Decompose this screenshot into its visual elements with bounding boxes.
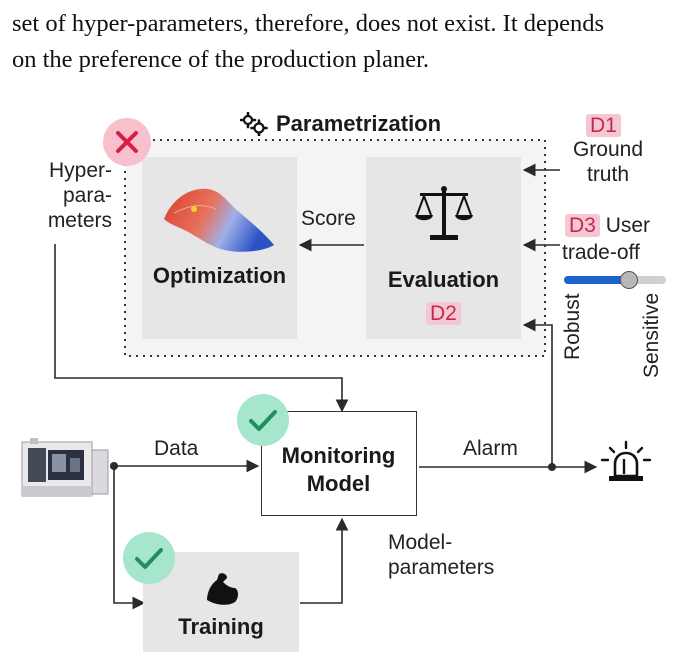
- hyperparameters-line-1: Hyper-: [48, 159, 112, 182]
- gears-icon: [240, 112, 268, 136]
- evaluation-tag: D2: [426, 302, 461, 325]
- ground-truth-tag: D1: [586, 114, 621, 137]
- alarm-feedback-arrow: [522, 318, 553, 467]
- scales-icon: [415, 186, 473, 240]
- hyperparameters-line-2: para-: [62, 184, 112, 207]
- model-parameters-label: Model- parameters: [388, 530, 494, 580]
- evaluation-tag-wrap: D2: [426, 301, 461, 326]
- ground-truth-tag-wrap: D1: [586, 113, 621, 138]
- optimization-box: Optimization: [142, 157, 297, 339]
- intro-paragraph: set of hyper-parameters, therefore, does…: [12, 6, 682, 78]
- cnc-machine-icon: [21, 438, 109, 497]
- ground-truth-line-2: truth: [586, 163, 630, 186]
- check-icon: [249, 410, 277, 431]
- slider-fill: [564, 276, 628, 284]
- ground-truth-line-1: Ground: [572, 138, 644, 161]
- optimization-label: Optimization: [152, 263, 287, 288]
- loss-surface-icon: [164, 188, 274, 252]
- slider-handle[interactable]: [619, 271, 638, 289]
- alarm-siren-icon: [600, 440, 652, 481]
- model-parameters-line-2: parameters: [388, 556, 495, 579]
- model-parameters-arrow: [300, 517, 349, 604]
- user-tradeoff-header: D3 User: [565, 213, 650, 238]
- robust-label: Robust: [561, 293, 584, 360]
- model-parameters-line-1: Model-: [388, 531, 453, 554]
- monitoring-model-label: Monitoring Model: [262, 442, 415, 498]
- hyperparameters-line-3: meters: [47, 209, 112, 232]
- user-tradeoff-line-1: User: [605, 214, 651, 237]
- data-label: Data: [154, 437, 199, 460]
- failure-badge: [103, 118, 151, 166]
- ground-truth-label: Ground truth: [560, 137, 656, 187]
- monitoring-model-line-1: Monitoring: [281, 443, 396, 468]
- training-success-badge: [123, 532, 175, 584]
- alarm-junction: [548, 463, 556, 471]
- sensitive-label: Sensitive: [640, 292, 663, 378]
- alarm-label: Alarm: [463, 437, 518, 460]
- parametrization-title: Parametrization: [276, 111, 442, 136]
- close-icon: [116, 131, 138, 153]
- hyperparameters-arrow: [54, 244, 349, 413]
- evaluation-box: Evaluation D2: [366, 157, 521, 339]
- data-to-training-arrow: [113, 466, 146, 610]
- user-tradeoff-tag: D3: [565, 214, 600, 237]
- score-label: Score: [301, 207, 356, 230]
- hyperparameters-label: Hyper- para- meters: [16, 158, 112, 233]
- monitoring-success-badge: [237, 394, 289, 446]
- check-icon: [135, 548, 163, 569]
- tradeoff-slider[interactable]: [564, 270, 666, 290]
- flexed-arm-icon: [207, 573, 238, 605]
- parametrization-header: Parametrization: [240, 111, 441, 137]
- user-tradeoff-line-2: trade-off: [562, 241, 640, 264]
- evaluation-label: Evaluation: [387, 267, 500, 292]
- intro-line-2: on the preference of the production plan…: [12, 46, 430, 73]
- monitoring-model-line-2: Model: [306, 471, 371, 496]
- training-label: Training: [178, 614, 264, 639]
- intro-line-1: set of hyper-parameters, therefore, does…: [12, 10, 605, 37]
